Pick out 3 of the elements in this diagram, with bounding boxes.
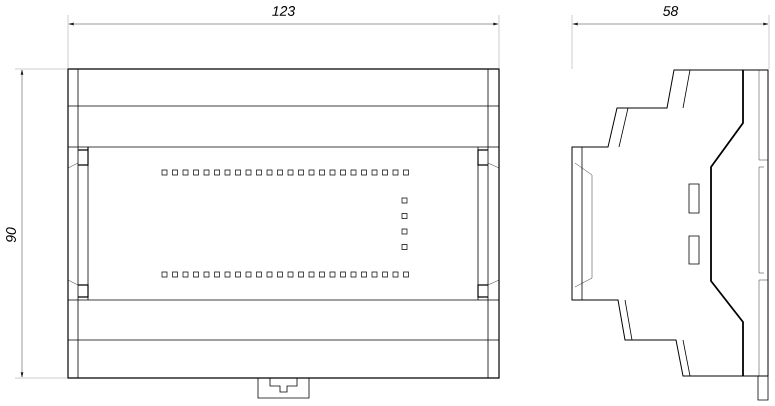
dimension-text: 58 [663,6,678,16]
dimension-text: 123 [272,6,296,16]
dimension-text: 90 [6,227,16,242]
